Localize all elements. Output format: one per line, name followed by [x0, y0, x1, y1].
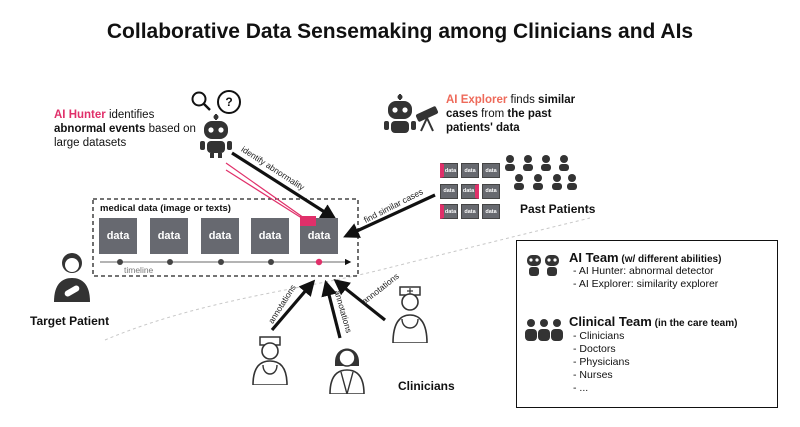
clinical-team-list: - Clinicians - Doctors - Physicians - Nu…	[573, 330, 630, 395]
mini-data-box: data	[461, 183, 479, 199]
mini-data-box: data	[482, 183, 500, 199]
timeline-dot	[218, 259, 224, 265]
ai-explorer-name: AI Explorer	[446, 94, 508, 106]
mini-data-box: data	[440, 183, 458, 199]
annotation-arrow	[321, 279, 342, 339]
past-patients-people-icon	[500, 152, 580, 203]
data-box: data	[99, 218, 137, 254]
list-item: - ...	[573, 382, 589, 394]
doctor-icon	[327, 340, 367, 399]
identify-arrow	[231, 151, 337, 220]
hunter-link-line	[225, 162, 315, 226]
list-item: - Clinicians	[573, 330, 625, 342]
past-patients-label: Past Patients	[520, 202, 596, 216]
clinicians-label: Clinicians	[398, 379, 455, 393]
data-box-highlighted: data	[300, 216, 338, 254]
list-item: - Physicians	[573, 356, 630, 368]
list-item: - AI Hunter: abnormal detector	[573, 265, 714, 277]
clinical-team-heading: Clinical Team (in the care team)	[569, 314, 738, 329]
timeline-label: timeline	[124, 265, 154, 275]
data-box: data	[251, 218, 289, 254]
ai-hunter-name: AI Hunter	[54, 109, 106, 121]
ai-team-heading: AI Team (w/ different abilities)	[569, 250, 722, 265]
separator-curve	[104, 217, 591, 341]
timeline-dot	[268, 259, 274, 265]
similar-arrow	[343, 193, 436, 238]
ai-team-list: - AI Hunter: abnormal detector - AI Expl…	[573, 265, 718, 291]
data-box: data	[201, 218, 239, 254]
target-patient-label: Target Patient	[30, 314, 110, 328]
legend-box: AI Team (w/ different abilities) - AI Hu…	[516, 240, 778, 408]
list-item: - AI Explorer: similarity explorer	[573, 278, 719, 290]
ai-team-icon	[525, 251, 563, 286]
clinical-team-icon	[523, 315, 565, 350]
ai-explorer-description: AI Explorer finds similar cases from the…	[446, 94, 576, 134]
ai-hunter-robot-icon	[199, 114, 233, 163]
data-box: data	[150, 218, 188, 254]
list-item: - Doctors	[573, 343, 616, 355]
hunter-link-line	[225, 169, 309, 223]
medical-data-label: medical data (image or texts)	[100, 203, 231, 214]
diagram-title: Collaborative Data Sensemaking among Cli…	[106, 20, 694, 43]
timeline-dot	[117, 259, 123, 265]
timeline-dot	[167, 259, 173, 265]
abnormal-marker	[300, 216, 316, 226]
list-item: - Nurses	[573, 369, 613, 381]
physician-icon	[390, 285, 430, 348]
telescope-icon	[414, 104, 444, 137]
question-bubble-icon: ?	[217, 90, 241, 114]
past-patients-grid: data data data data data data data data …	[440, 163, 500, 223]
timeline-dot-highlight	[315, 258, 323, 266]
annotation-arrow	[333, 279, 386, 322]
mini-data-box: data	[440, 163, 458, 178]
target-patient-icon	[50, 250, 94, 307]
annotation-arrow	[270, 279, 316, 332]
ai-explorer-robot-icon	[383, 94, 417, 143]
magnifier-icon	[190, 90, 212, 117]
nurse-icon	[250, 335, 290, 390]
ai-hunter-description: AI Hunter identifies abnormal events bas…	[54, 109, 196, 149]
mini-data-box: data	[440, 204, 458, 220]
mini-data-box: data	[482, 163, 500, 178]
mini-data-box: data	[482, 204, 500, 220]
mini-data-box: data	[461, 204, 479, 220]
mini-data-box: data	[461, 163, 479, 178]
